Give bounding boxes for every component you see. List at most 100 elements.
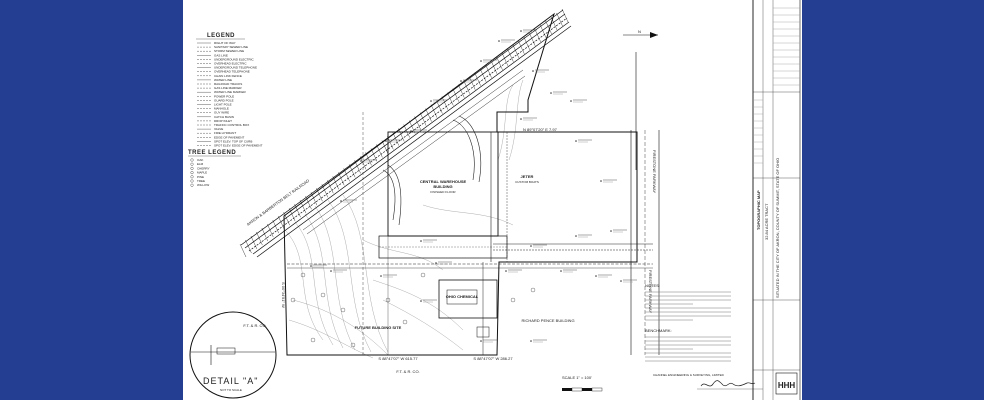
tree-icon — [310, 337, 316, 343]
tree-icon — [385, 297, 391, 303]
legend-item-label: SANITARY SEWER LINE — [214, 45, 248, 49]
notes-block: NOTES: BENCHMARK: — [645, 283, 731, 362]
elevation-callout — [430, 99, 447, 103]
legend-item-label: UNDERGROUND ELECTRIC — [214, 57, 255, 61]
legend-item: VALVE — [197, 127, 223, 131]
elevation-callout — [480, 59, 497, 63]
tree-icon — [420, 272, 426, 278]
elevation-callout — [480, 339, 497, 343]
bearing-east-upper: N 89°07'20" E 7.97 — [523, 127, 558, 132]
contour-lines — [284, 79, 524, 359]
legend-item-label: GUY WIRE — [214, 111, 229, 115]
firm-logo: HHH — [778, 381, 796, 390]
legend-item: POWER POLE — [197, 94, 234, 98]
elevation-callout — [530, 339, 547, 343]
richard-pence-building-label: RICHARD PENCE BUILDING — [521, 318, 574, 323]
legend-item: GAS LINE MARKER — [197, 86, 242, 90]
legend-item-label: MANHOLE — [214, 107, 229, 111]
legend-item: EDGE OF PAVEMENT — [197, 135, 245, 139]
legend-item: RIGHT OF WAY — [197, 41, 236, 45]
tree-legend-item-label: PINE — [197, 175, 204, 179]
legend-title: LEGEND — [207, 33, 235, 39]
bearing-bottom: S 88°47'07" W 615.77 — [378, 356, 418, 361]
ohio-chemical-label: OHIO CHEMICAL — [446, 294, 479, 299]
benchmark-title: BENCHMARK: — [645, 328, 672, 333]
central-warehouse-building: CENTRAL WAREHOUSE BUILDING FINISHED FLOO… — [378, 131, 508, 259]
elevation-callout — [575, 139, 592, 143]
signature — [697, 380, 763, 390]
legend-item: MANHOLE — [197, 107, 229, 111]
tree-icon — [350, 342, 356, 348]
tree-icon — [510, 297, 516, 303]
legend-item-label: EDGE OF PAVEMENT — [214, 135, 245, 139]
tree-legend-title: TREE LEGEND — [188, 150, 236, 156]
svg-text:FINISHED FLOOR: FINISHED FLOOR — [430, 190, 456, 194]
elevation-callout — [560, 269, 577, 273]
adjacent-owner-label-2: F.T. & R. CO. — [396, 369, 419, 374]
legend-item-label: VALVE — [214, 127, 223, 131]
firm-name: CHANNEL ENGINEERING & SURVEYING, LIMITED — [653, 373, 725, 377]
central-warehouse-label-1: CENTRAL WAREHOUSE — [420, 179, 467, 184]
elevation-callout — [575, 234, 592, 238]
elevation-callout — [530, 244, 547, 248]
legend-item-label: GAS LINE — [214, 53, 228, 57]
legend-item: WATER LINE — [197, 78, 232, 82]
legend-item: GUARD POLE — [197, 98, 234, 102]
legend-item: FIRE HYDRANT — [197, 131, 236, 135]
tree-legend-item-label: CHERRY — [197, 166, 210, 170]
tree-icon — [530, 287, 536, 293]
property-boundary — [283, 12, 638, 356]
elevation-callout — [330, 269, 347, 273]
elevation-callout — [310, 264, 327, 268]
legend-item: LIGHT POLE — [197, 103, 232, 107]
legend-item-label: DROP INLET — [214, 119, 232, 123]
legend-item: DROP INLET — [197, 119, 232, 123]
firestone-parkway: FIRESTONE PARKWAY FIRESTONE PARKWAY — [630, 130, 660, 355]
sheet-subtitle: 32.84 ACRE TRACT — [764, 203, 769, 240]
title-block: TOPOGRAPHIC MAP 32.84 ACRE TRACT SITUATE… — [752, 0, 801, 400]
legend-item-label: WATER LINE — [214, 78, 232, 82]
detail-a-subtitle: NOT TO SCALE — [220, 388, 242, 392]
legend-item-label: RAILROAD TRACKS — [214, 82, 242, 86]
tree-legend-item: PINE — [190, 175, 204, 179]
legend-item-label: FIRE HYDRANT — [214, 131, 236, 135]
bearing-west: S 00°34'51" W — [281, 282, 286, 308]
adjacent-owner-label: F.T. & R. CO. — [243, 323, 266, 328]
legend-item: OVERHEAD TELEPHONE — [197, 70, 250, 74]
elevation-callout — [385, 139, 402, 143]
elevation-callout — [570, 99, 587, 103]
legend-item: SPOT ELEV. EDGE OF PAVEMENT — [197, 144, 263, 148]
detail-a-title: DETAIL "A" — [203, 376, 258, 386]
legend-item: OVERHEAD ELECTRIC — [197, 62, 247, 66]
tree-symbols — [290, 272, 536, 348]
tree-icon — [402, 319, 408, 325]
elevation-callout — [460, 79, 477, 83]
legend-item-label: GUARD POLE — [214, 98, 234, 102]
sheet-title: TOPOGRAPHIC MAP — [756, 190, 761, 230]
spot-elevation-callouts — [310, 29, 637, 343]
legend-item-label: OVERHEAD TELEPHONE — [214, 70, 250, 74]
legend-item: RAILROAD TRACKS — [197, 82, 242, 86]
tree-legend-item-label: TREE — [197, 179, 205, 183]
elevation-callout — [595, 274, 612, 278]
legend-item: SANITARY SEWER LINE — [197, 45, 248, 49]
jeter-area: JETER CUSTOM BOATS — [515, 174, 539, 184]
north-arrow: N — [623, 29, 658, 170]
tree-icon — [320, 292, 326, 298]
elevation-callout — [420, 239, 437, 243]
elevation-callout — [532, 69, 549, 73]
legend-item-label: CHAIN LINK FENCE — [214, 74, 242, 78]
legend-item-label: POWER POLE — [214, 94, 234, 98]
tree-legend-item: OAK — [190, 158, 203, 162]
legend-item-label: TRAFFIC CONTROL BOX — [214, 123, 249, 127]
elevation-callout — [610, 229, 627, 233]
tree-legend: TREE LEGEND OAKELMCHERRYMAPLEPINETREEWIL… — [188, 150, 241, 187]
legend-item-label: RIGHT OF WAY — [214, 41, 236, 45]
elevation-callout — [435, 261, 452, 265]
legend-item-label: OVERHEAD ELECTRIC — [214, 62, 247, 66]
tree-legend-item-label: MAPLE — [197, 171, 207, 175]
legend-item: GAS LINE — [197, 53, 228, 57]
sheet-location: SITUATED IN THE CITY OF AKRON, COUNTY OF… — [775, 158, 780, 298]
